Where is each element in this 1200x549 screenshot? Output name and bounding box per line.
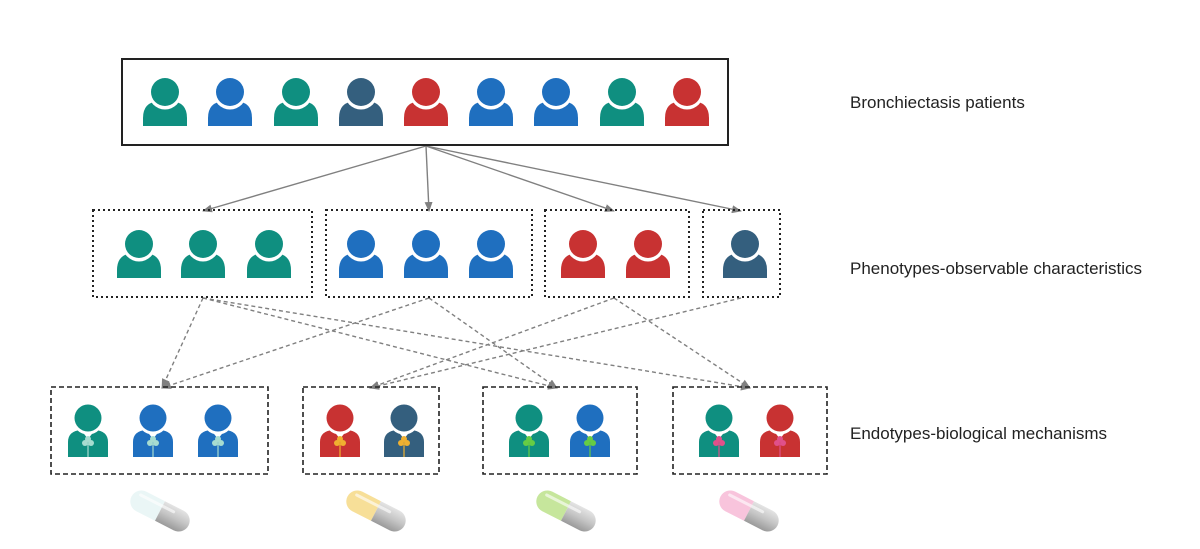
phenotype-icon-red [626, 228, 670, 278]
patient-icon-teal [143, 76, 187, 126]
phenotype-icon-teal [181, 228, 225, 278]
endotype-icon-red [760, 403, 800, 457]
phenotype-box-slate-group [702, 209, 781, 298]
patient-icon-slate [339, 76, 383, 126]
patient-icon-red [665, 76, 709, 126]
endotype-box-endotype-1 [50, 386, 269, 475]
arrow-solid [425, 145, 615, 212]
endotype-icon-blue [198, 403, 238, 457]
arrow-dashed [369, 297, 742, 390]
arrow-solid [425, 145, 742, 214]
label-endotypes: Endotypes-biological mechanisms [850, 424, 1108, 443]
patient-icon-red [404, 76, 448, 126]
phenotype-icon-red [561, 228, 605, 278]
endotype-box-endotype-3 [482, 386, 638, 475]
arrow-solid [202, 145, 427, 213]
patient-icon-blue [208, 76, 252, 126]
marker-icon [334, 436, 346, 457]
arrow-solid [424, 145, 433, 212]
patients-box [121, 58, 729, 146]
pill-green-icon [536, 490, 596, 532]
marker-icon [713, 436, 725, 457]
arrow-dashed [369, 297, 615, 389]
patient-icon-blue [469, 76, 513, 126]
pill-white-icon [130, 490, 190, 532]
marker-icon [584, 436, 596, 457]
endotype-icon-slate [384, 403, 424, 457]
marker-icon [398, 436, 410, 457]
pill-yellow-icon [346, 490, 406, 532]
pills-layer [130, 490, 779, 532]
phenotype-icon-blue [469, 228, 513, 278]
patient-icon-blue [534, 76, 578, 126]
phenotype-icon-teal [247, 228, 291, 278]
arrow-dashed [613, 297, 751, 389]
marker-icon [774, 436, 786, 457]
endotype-icon-blue [133, 403, 173, 457]
arrow-dashed [202, 297, 558, 390]
marker-icon [523, 436, 535, 457]
arrow-dashed [161, 297, 204, 389]
arrow-dashed [202, 297, 751, 391]
phenotype-icon-blue [339, 228, 383, 278]
endotype-box-endotype-2 [302, 386, 440, 475]
endotype-box-endotype-4 [672, 386, 828, 475]
label-phenotypes: Phenotypes-observable characteristics [850, 259, 1142, 278]
patient-icon-teal [274, 76, 318, 126]
boxes-layer [50, 58, 828, 475]
phenotype-icon-teal [117, 228, 161, 278]
phenotype-icon-blue [404, 228, 448, 278]
people-layer [68, 76, 800, 457]
phenotype-box-blue-group [325, 209, 533, 298]
arrows-layer [161, 145, 751, 391]
endotype-icon-red [320, 403, 360, 457]
endotype-icon-teal [509, 403, 549, 457]
arrow-dashed [161, 297, 430, 389]
endotype-icon-teal [68, 403, 108, 457]
marker-icon [82, 436, 94, 457]
phenotype-icon-slate [723, 228, 767, 278]
phenotype-box-red-group [544, 209, 690, 298]
phenotype-box-teal-group [92, 209, 313, 298]
pill-pink-icon [719, 490, 779, 532]
endotype-icon-blue [570, 403, 610, 457]
endotype-icon-teal [699, 403, 739, 457]
marker-icon [212, 436, 224, 457]
label-patients: Bronchiectasis patients [850, 93, 1025, 112]
patient-icon-teal [600, 76, 644, 126]
marker-icon [147, 436, 159, 457]
